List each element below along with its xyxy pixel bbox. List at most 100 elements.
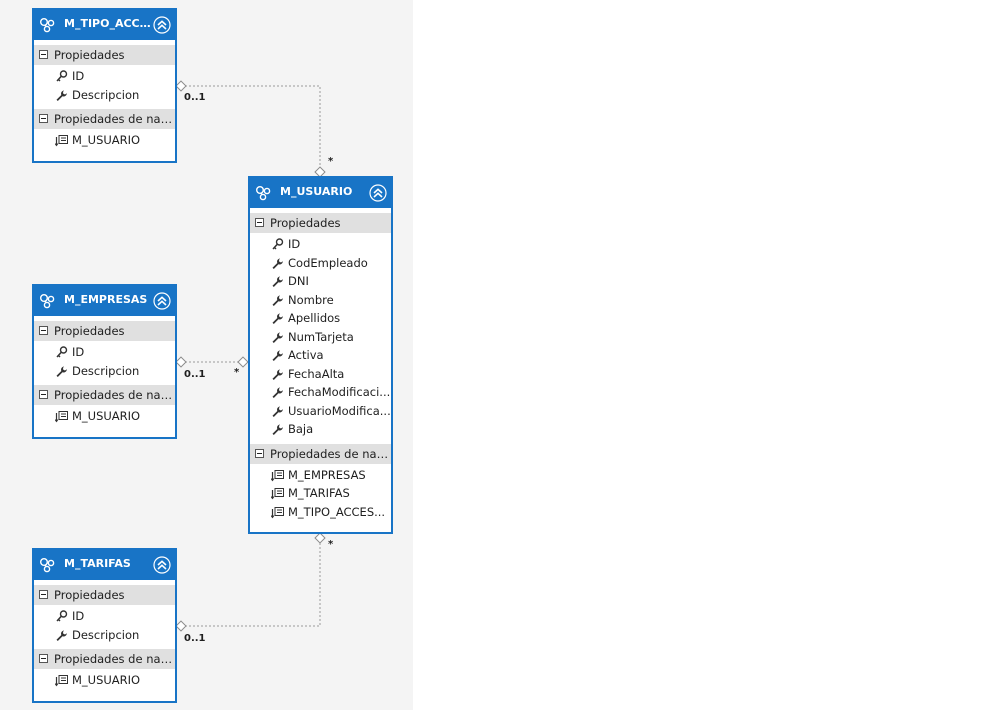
entity-type-icon (40, 294, 55, 309)
multiplicity-label: * (328, 539, 334, 550)
property-fechaalta[interactable]: FechaAlta (250, 365, 391, 384)
wrench-icon (272, 295, 283, 306)
section-label: Propiedades de nav... (54, 112, 175, 126)
navigation-section-header[interactable]: Propiedades de nav... (34, 109, 175, 129)
entity-header[interactable]: M_USUARIO (250, 178, 391, 208)
collapse-icon[interactable] (153, 556, 171, 574)
property-baja[interactable]: Baja (250, 420, 391, 439)
property-id[interactable]: ID (34, 67, 175, 86)
navigation-section-header[interactable]: Propiedades de nav... (250, 443, 391, 464)
association-tipo-acceso-usuario[interactable] (175, 80, 326, 178)
property-apellidos[interactable]: Apellidos (250, 309, 391, 328)
property-activa[interactable]: Activa (250, 346, 391, 365)
property-name: DNI (288, 274, 309, 288)
property-name: M_EMPRESAS (288, 467, 366, 482)
navigation-property-m-usuario[interactable]: M_USUARIO (34, 671, 175, 690)
entity-title: M_TIPO_ACCE... (64, 17, 151, 30)
entity-title: M_EMPRESAS (64, 293, 148, 306)
navigation-property-icon (271, 506, 284, 518)
property-name: Descripcion (72, 87, 140, 102)
navigation-property-m-usuario[interactable]: M_USUARIO (34, 131, 175, 150)
entity-header[interactable]: M_TARIFAS (34, 550, 175, 580)
collapse-section-icon[interactable] (255, 448, 264, 458)
collapse-section-icon[interactable] (255, 218, 264, 227)
navigation-section-header[interactable]: Propiedades de nav... (34, 649, 175, 669)
property-descripcion[interactable]: Descripcion (34, 86, 175, 105)
collapse-section-icon[interactable] (39, 654, 48, 663)
section-label: Propiedades de nav... (54, 388, 175, 402)
collapse-icon[interactable] (369, 184, 387, 202)
property-descripcion[interactable]: Descripcion (34, 362, 175, 381)
section-label: Propiedades (270, 216, 341, 230)
navigation-property-icon (55, 135, 68, 147)
property-name: M_TARIFAS (288, 486, 350, 500)
entity-m-tipo-acceso[interactable]: M_TIPO_ACCE... Propiedades ID Descripcio… (32, 8, 177, 163)
entity-m-tarifas[interactable]: M_TARIFAS Propiedades ID Descripcion Pro… (32, 548, 177, 703)
entity-header[interactable]: M_EMPRESAS (34, 286, 175, 316)
wrench-icon (272, 332, 283, 343)
multiplicity-label: 0..1 (184, 92, 206, 103)
navigation-property-m-tipo-acceso[interactable]: M_TIPO_ACCES... (250, 503, 391, 522)
entity-type-icon (40, 18, 55, 33)
entity-header[interactable]: M_TIPO_ACCE... (34, 10, 175, 40)
entity-type-icon (40, 558, 55, 573)
entity-title: M_USUARIO (280, 185, 353, 198)
navigation-property-icon (271, 469, 284, 481)
property-usuariomodificacion[interactable]: UsuarioModifica... (250, 402, 391, 421)
navigation-property-m-empresas[interactable]: M_EMPRESAS (250, 466, 391, 485)
navigation-property-m-usuario[interactable]: M_USUARIO (34, 407, 175, 426)
property-name: FechaModificaci... (288, 385, 391, 399)
property-codempleado[interactable]: CodEmpleado (250, 254, 391, 273)
property-name: M_USUARIO (72, 673, 141, 687)
property-name: M_TIPO_ACCES... (288, 504, 386, 519)
property-descripcion[interactable]: Descripcion (34, 626, 175, 645)
wrench-icon (272, 258, 283, 269)
entity-m-usuario[interactable]: M_USUARIO Propiedades ID CodEmpleado DNI… (248, 176, 393, 534)
properties-section-header[interactable]: Propiedades (34, 45, 175, 65)
collapse-section-icon[interactable] (39, 326, 48, 335)
property-name: FechaAlta (288, 366, 345, 381)
collapse-icon[interactable] (153, 16, 171, 34)
entity-type-icon (256, 186, 271, 201)
key-icon (272, 238, 284, 250)
property-numtarjeta[interactable]: NumTarjeta (250, 328, 391, 347)
section-label: Propiedades (54, 324, 125, 338)
collapse-section-icon[interactable] (39, 390, 48, 399)
entity-m-empresas[interactable]: M_EMPRESAS Propiedades ID Descripcion Pr… (32, 284, 177, 439)
properties-section-header[interactable]: Propiedades (34, 585, 175, 605)
property-name: Nombre (288, 292, 334, 307)
collapse-section-icon[interactable] (39, 590, 48, 599)
wrench-icon (56, 366, 67, 377)
wrench-icon (272, 387, 283, 398)
association-empresas-usuario[interactable] (175, 356, 249, 368)
property-name: Descripcion (72, 627, 140, 642)
property-id[interactable]: ID (250, 235, 391, 254)
property-fechamodificacion[interactable]: FechaModificaci... (250, 383, 391, 402)
wrench-icon (56, 630, 67, 641)
wrench-icon (56, 90, 67, 101)
property-nombre[interactable]: Nombre (250, 291, 391, 310)
collapse-icon[interactable] (153, 292, 171, 310)
section-label: Propiedades de nav... (270, 446, 391, 461)
properties-section-header[interactable]: Propiedades (34, 321, 175, 341)
properties-section-header[interactable]: Propiedades (250, 213, 391, 233)
section-label: Propiedades (54, 588, 125, 602)
wrench-icon (272, 350, 283, 361)
property-name: ID (72, 69, 85, 83)
section-label: Propiedades (54, 48, 125, 62)
property-id[interactable]: ID (34, 343, 175, 362)
wrench-icon (272, 369, 283, 380)
wrench-icon (272, 424, 283, 435)
collapse-section-icon[interactable] (39, 114, 48, 123)
property-name: ID (72, 345, 85, 359)
association-tarifas-usuario[interactable] (175, 532, 326, 632)
property-id[interactable]: ID (34, 607, 175, 626)
association-lines (175, 80, 326, 632)
property-name: Activa (288, 348, 324, 362)
collapse-section-icon[interactable] (39, 50, 48, 59)
navigation-property-m-tarifas[interactable]: M_TARIFAS (250, 484, 391, 503)
property-dni[interactable]: DNI (250, 272, 391, 291)
property-name: NumTarjeta (288, 329, 354, 344)
navigation-section-header[interactable]: Propiedades de nav... (34, 385, 175, 405)
property-name: Baja (288, 422, 314, 436)
